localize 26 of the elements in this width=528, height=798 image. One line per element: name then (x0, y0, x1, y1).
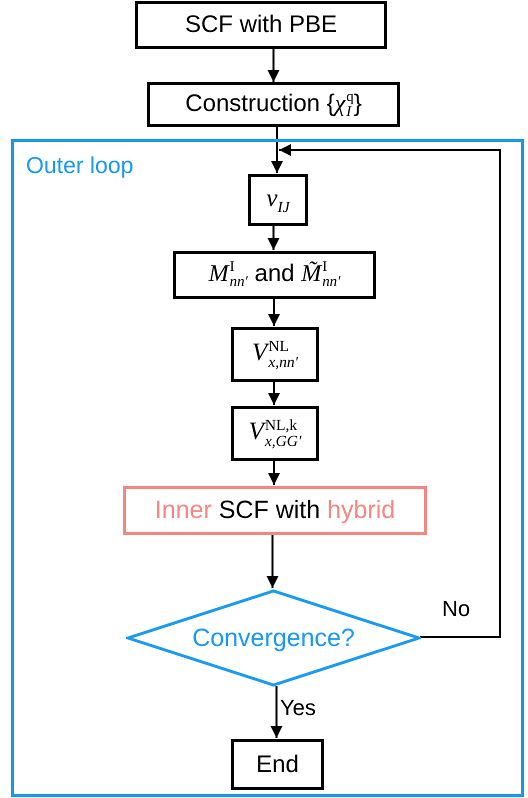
node-label: SCF with PBE (184, 11, 338, 39)
arrow (268, 49, 280, 82)
node-label: Construction {χ$^{q}$$_{I}$} (185, 90, 362, 120)
loop-frame (11, 139, 524, 797)
process-box (231, 406, 319, 461)
loop-title: Outer loop (26, 152, 134, 179)
arrow (268, 381, 280, 405)
arrow (268, 225, 280, 250)
arrow (266, 534, 278, 588)
arrow (268, 298, 280, 326)
process-box (173, 251, 376, 299)
arrow (268, 460, 280, 485)
arrow (279, 144, 501, 638)
process-box (123, 486, 427, 535)
node-label: End (256, 750, 299, 778)
process-box (248, 174, 308, 226)
node-label: Inner SCF with hybrid (154, 496, 396, 525)
arrow (271, 127, 283, 173)
decision-diamond (126, 589, 421, 687)
arrow (270, 686, 282, 738)
node-label: v$_{IJ}$ (266, 184, 290, 216)
process-box (231, 327, 319, 382)
node-label: Convergence? (192, 624, 355, 652)
process-box (231, 739, 324, 790)
process-box (147, 82, 400, 127)
process-box (135, 1, 387, 49)
